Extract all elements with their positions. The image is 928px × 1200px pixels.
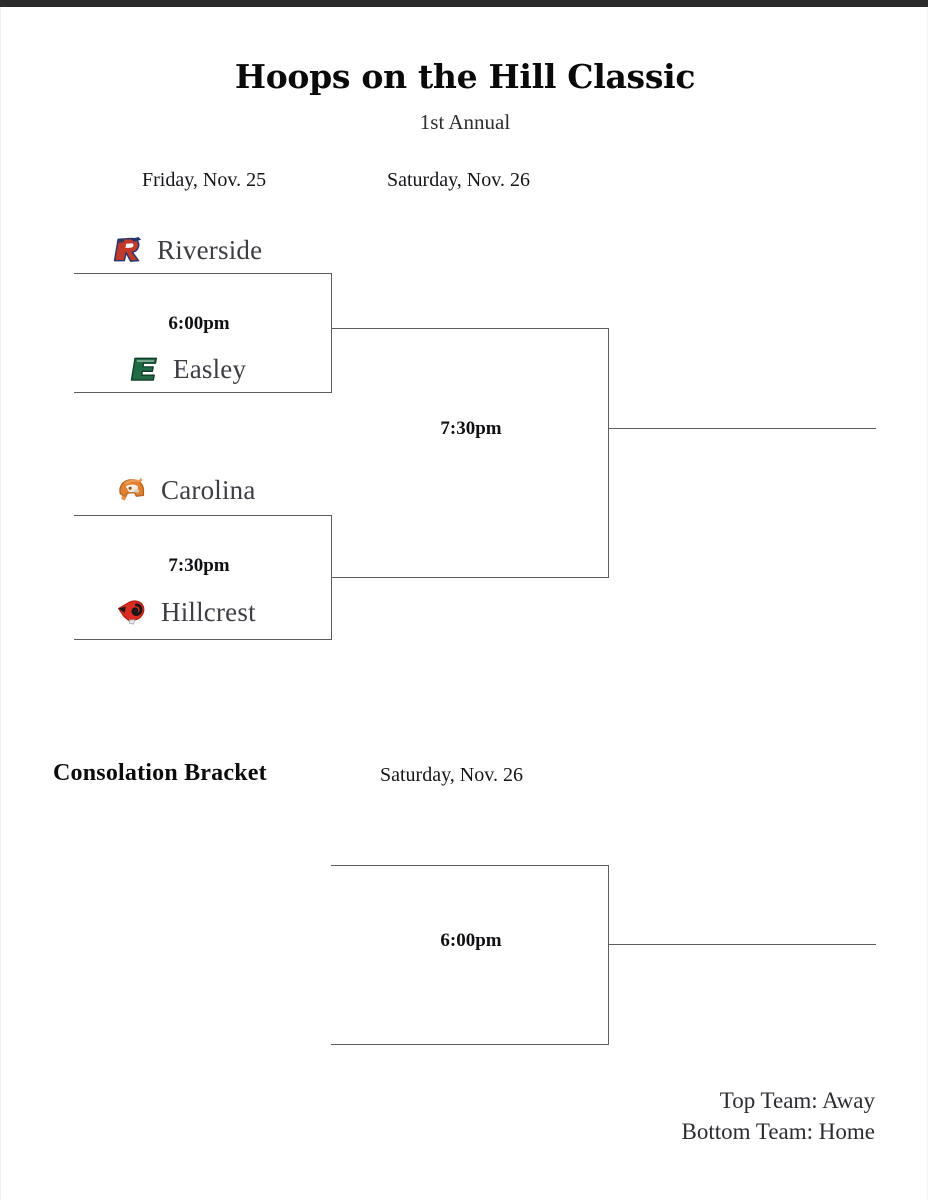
semifinal-2-top-line xyxy=(74,515,332,516)
semifinal-1-top-line xyxy=(74,273,332,274)
consolation-bracket-date: Saturday, Nov. 26 xyxy=(380,764,523,786)
page-top-strip xyxy=(0,0,928,7)
team-name: Hillcrest xyxy=(161,596,256,627)
semifinal-1-connector xyxy=(331,273,332,393)
round-header-final: Saturday, Nov. 26 xyxy=(387,169,530,191)
championship-bottom-line xyxy=(331,577,609,578)
consolation-top-line xyxy=(331,865,609,866)
consolation-bracket-title: Consolation Bracket xyxy=(53,760,267,786)
hillcrest-ram-logo xyxy=(118,600,145,625)
easley-e-logo xyxy=(130,357,157,381)
consolation-bottom-line xyxy=(331,1044,609,1045)
game-time-semifinal-1: 6:00pm xyxy=(168,313,230,334)
legend-bottom-team: Bottom Team: Home xyxy=(681,1119,875,1145)
team-slot-riverside[interactable]: Riverside xyxy=(109,234,262,266)
champion-advance-line xyxy=(608,428,876,429)
semifinal-2-bottom-line xyxy=(74,639,332,640)
legend-top-team: Top Team: Away xyxy=(719,1088,875,1113)
team-name: Easley xyxy=(173,353,247,384)
championship-connector xyxy=(608,328,609,578)
team-slot-easley[interactable]: Easley xyxy=(125,353,246,385)
game-time-semifinal-2: 7:30pm xyxy=(168,555,230,576)
consolation-advance-line xyxy=(608,944,876,945)
bracket-page: Hoops on the Hill Classic 1st Annual Fri… xyxy=(0,7,928,1200)
championship-top-line xyxy=(331,328,609,329)
round-header-semifinals: Friday, Nov. 25 xyxy=(142,169,267,191)
riverside-r-logo xyxy=(113,237,142,262)
team-name: Carolina xyxy=(161,474,256,505)
page-title: Hoops on the Hill Classic xyxy=(234,57,696,96)
page-subtitle: 1st Annual xyxy=(419,110,511,134)
consolation-connector xyxy=(608,865,609,1045)
team-name: Riverside xyxy=(157,234,263,265)
game-time-consolation: 6:00pm xyxy=(440,930,502,951)
carolina-trojan-helmet-logo xyxy=(119,477,145,501)
semifinal-1-bottom-line xyxy=(74,392,332,393)
team-slot-hillcrest[interactable]: Hillcrest xyxy=(113,596,256,628)
team-slot-carolina[interactable]: Carolina xyxy=(113,474,256,506)
legend: Top Team: Away Bottom Team: Home xyxy=(1,1085,875,1148)
game-time-championship: 7:30pm xyxy=(440,418,502,439)
